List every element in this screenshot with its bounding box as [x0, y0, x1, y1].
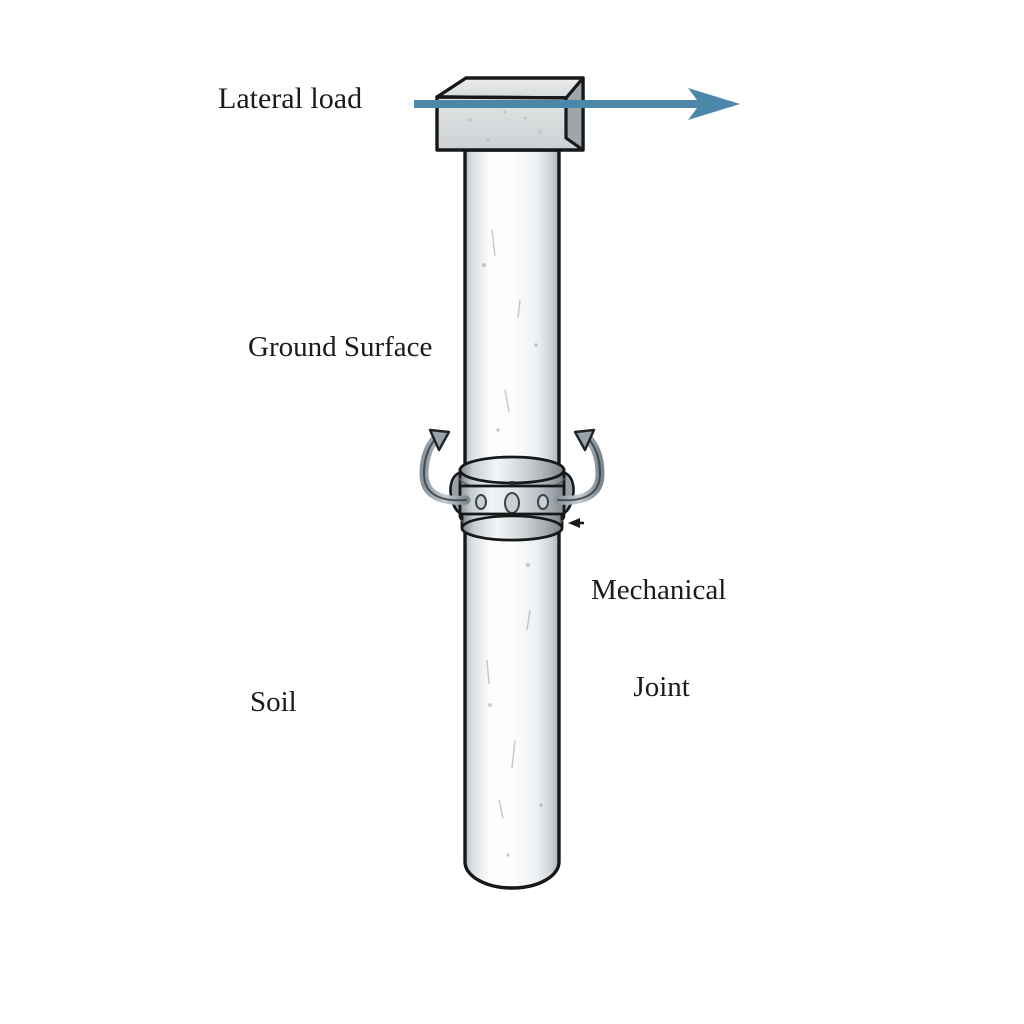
block-texture — [468, 110, 542, 142]
leader-line-arrow-icon — [568, 518, 584, 528]
curved-rotation-arrow-left-icon — [419, 428, 471, 505]
mechanical-joint-label-line2: Joint — [633, 671, 690, 704]
curved-rotation-arrow-right-icon — [553, 428, 605, 505]
pile-specks — [482, 263, 543, 857]
pile-cap-block — [435, 76, 585, 152]
mechanical-joint-label-line1: Mechanical — [591, 573, 727, 606]
right-arrow-icon — [414, 88, 740, 120]
soil-layer-lower — [150, 827, 880, 978]
lateral-load-label: Lateral load — [218, 82, 363, 115]
mechanical-joint-collar — [449, 455, 575, 542]
soil-label: Soil — [250, 686, 297, 718]
bolt-hole — [537, 494, 549, 510]
bolt-hole — [504, 492, 520, 514]
ground-surface-label: Ground Surface — [248, 331, 433, 363]
bolt-hole — [475, 494, 487, 510]
mechanical-joint-label: Mechanical Joint — [591, 509, 726, 769]
pile-texture — [486, 229, 531, 819]
